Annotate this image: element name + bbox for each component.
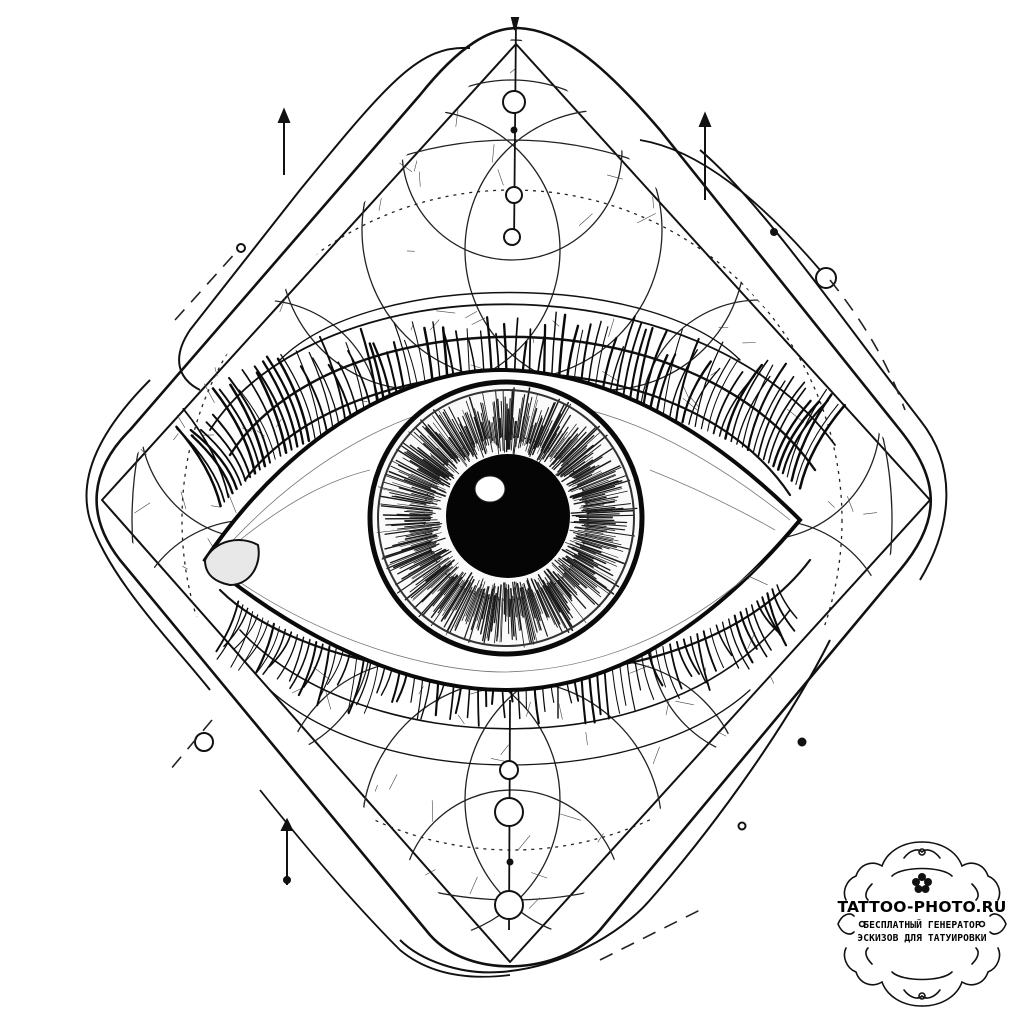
watermark-title: TATTOO-PHOTO.RU <box>837 898 1007 916</box>
dashed-guides <box>169 249 906 961</box>
tear-duct <box>203 539 260 587</box>
decorative-nodes <box>194 228 837 831</box>
outer-frame <box>85 26 948 978</box>
watermark-subtitle-line2: ЭСКИЗОВ ДЛЯ ТАТУИРОВКИ <box>857 933 987 944</box>
decorative-arrows <box>277 107 712 885</box>
flower-icon <box>912 873 932 893</box>
watermark-badge: TATTOO-PHOTO.RU БЕСПЛАТНЫЙ ГЕНЕРАТОР ЭСК… <box>832 836 1012 1012</box>
watermark-subtitle-line1: БЕСПЛАТНЫЙ ГЕНЕРАТОР <box>863 920 981 931</box>
ornament-frame <box>837 841 1007 1007</box>
vertical-axis <box>494 17 526 931</box>
pupil-highlight <box>474 475 506 503</box>
pupil <box>446 454 570 578</box>
